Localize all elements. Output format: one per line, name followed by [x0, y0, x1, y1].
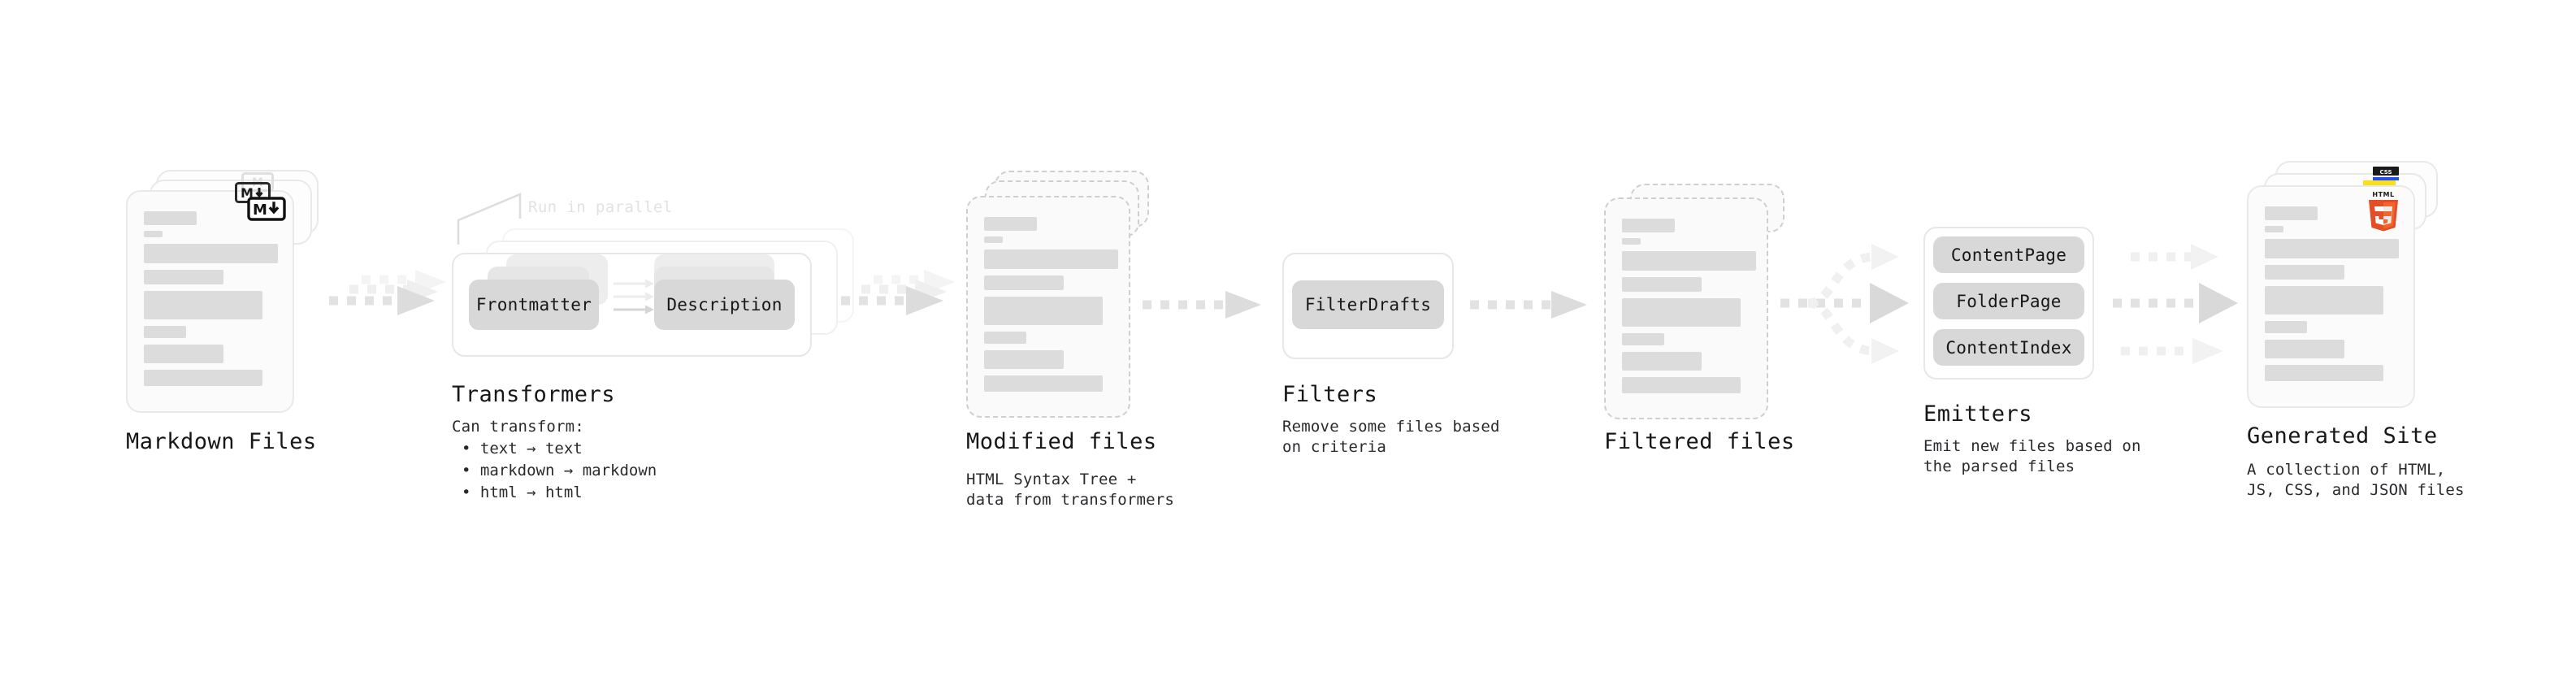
connector-filters-to-filtered — [1470, 291, 1587, 319]
stage-desc-filters: Remove some files based on criteria — [1282, 418, 1500, 456]
text-bar — [144, 231, 163, 237]
stage-desc-modified-files: HTML Syntax Tree + data from transformer… — [966, 471, 1175, 509]
transformer-bullet-0: • text → text — [462, 440, 583, 458]
text-bar — [984, 275, 1064, 290]
text-bar — [1622, 219, 1675, 232]
stage-desc-emitters: Emit new files based on the parsed files — [1923, 437, 2141, 475]
text-bar — [2265, 265, 2344, 280]
text-bar — [2265, 340, 2344, 358]
transformer-bullet-2: • html → html — [462, 484, 583, 501]
html5-icon: HTML — [2369, 191, 2398, 232]
stage-title-filters: Filters — [1282, 382, 1378, 407]
chip-frontmatter[interactable]: Frontmatter — [469, 280, 599, 330]
text-bar — [984, 297, 1103, 325]
connector-modified-to-filters — [1143, 291, 1261, 319]
connector-filtered-to-emitters — [1780, 244, 1909, 364]
stage-desc-generated-site: A collection of HTML, JS, CSS, and JSON … — [2247, 461, 2465, 499]
text-bar — [984, 217, 1037, 231]
text-bar — [144, 291, 262, 319]
markdown-icon-back-1: M — [235, 182, 271, 203]
text-bar — [2265, 365, 2383, 381]
filtered-card-front — [1604, 197, 1768, 419]
svg-text:HTML: HTML — [2372, 191, 2394, 198]
text-bar — [2265, 321, 2307, 333]
connector-emitters-to-site — [2113, 244, 2238, 364]
text-bar — [144, 370, 262, 386]
text-bar — [1622, 238, 1641, 245]
markdown-icon: M — [247, 197, 286, 221]
transformer-bullet-1: • markdown → markdown — [462, 462, 657, 479]
text-bar — [984, 249, 1118, 269]
run-in-parallel-bracket — [457, 193, 522, 245]
text-bar — [2265, 226, 2283, 232]
text-bar — [984, 236, 1003, 243]
text-bar — [2265, 206, 2318, 220]
stage-title-transformers: Transformers — [452, 382, 616, 407]
stage-title-emitters: Emitters — [1923, 401, 2033, 427]
text-bar — [144, 211, 197, 225]
text-bar — [1622, 277, 1702, 292]
svg-text:CSS: CSS — [2379, 169, 2392, 176]
svg-text:M: M — [241, 185, 254, 201]
text-bar — [144, 326, 186, 338]
text-bar — [1622, 333, 1664, 345]
stage-title-modified-files: Modified files — [966, 429, 1157, 454]
stage-title-filtered-files: Filtered files — [1604, 429, 1795, 454]
markdown-card-front — [126, 190, 294, 413]
text-bar — [144, 244, 278, 263]
modified-card-front — [966, 196, 1130, 418]
text-bar — [984, 332, 1026, 344]
transformer-inner-arrows — [614, 279, 654, 314]
chip-contentindex[interactable]: ContentIndex — [1933, 329, 2084, 366]
chip-filterdrafts[interactable]: FilterDrafts — [1292, 280, 1444, 329]
stage-title-generated-site: Generated Site — [2247, 423, 2438, 449]
text-bar — [984, 375, 1103, 392]
chip-contentpage[interactable]: ContentPage — [1933, 236, 2084, 273]
text-bar — [2265, 286, 2383, 314]
css3-icon: CSS — [2373, 167, 2399, 180]
text-bar — [984, 350, 1064, 369]
text-bar — [1622, 377, 1741, 393]
text-bar — [1622, 251, 1756, 271]
stage-title-markdown-files: Markdown Files — [126, 429, 317, 454]
text-bar — [144, 345, 223, 363]
text-bar — [1622, 298, 1741, 327]
svg-text:M: M — [253, 202, 267, 219]
chip-description[interactable]: Description — [654, 280, 795, 330]
text-bar — [2265, 239, 2399, 258]
chip-folderpage[interactable]: FolderPage — [1933, 283, 2084, 319]
run-in-parallel-label: Run in parallel — [528, 198, 673, 216]
text-bar — [1622, 352, 1702, 371]
connector-md-to-transformers — [329, 270, 446, 315]
text-bar — [144, 270, 223, 284]
connector-transformers-to-modified — [841, 270, 955, 315]
stage-desc-transformers: Can transform: — [452, 418, 584, 436]
